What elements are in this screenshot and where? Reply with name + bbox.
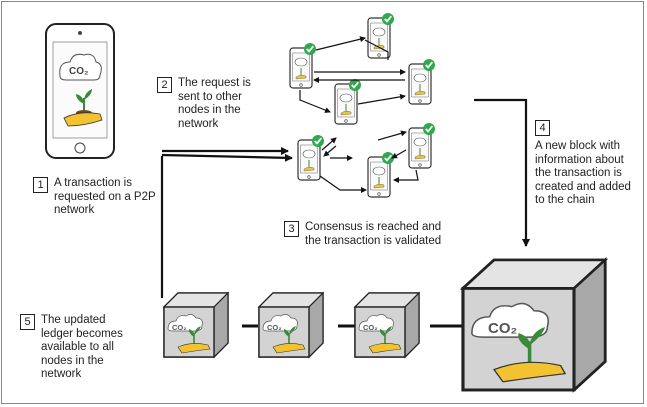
- block-co2-label: CO₂: [363, 323, 378, 332]
- step-2-label: 2 The request is sent to other nodes in …: [157, 77, 251, 131]
- step-text: The updated ledger becomes available to …: [41, 314, 123, 380]
- network-node-phone-icon: [408, 58, 436, 105]
- step-text: A transaction is requested on a P2P netw…: [54, 177, 156, 216]
- step-number: 3: [284, 221, 299, 237]
- step-4-label: 4 A new block with information about the…: [535, 120, 631, 208]
- step-number: 1: [33, 177, 48, 193]
- network-links: [299, 36, 419, 193]
- step-number: 4: [535, 120, 550, 136]
- new-block-icon: [461, 258, 607, 392]
- network-node-phone-icon: [334, 78, 362, 125]
- new-block-co2-label: CO₂: [488, 320, 517, 337]
- phone-co2-label: CO₂: [69, 66, 88, 77]
- step-1-label: 1 A transaction is requested on a P2P ne…: [33, 177, 156, 218]
- network-node-phone-icon: [289, 42, 317, 89]
- step-text: A new block with information about the t…: [535, 140, 631, 206]
- network-node-phone-icon: [367, 151, 395, 198]
- requesting-phone-icon: CO₂: [45, 23, 115, 159]
- flow-arrows: [160, 98, 530, 298]
- block-co2-label: CO₂: [267, 323, 282, 332]
- step-3-label: 3 Consensus is reached and the transacti…: [284, 221, 441, 248]
- step-5-label: 5 The updated ledger becomes available t…: [20, 314, 123, 382]
- network-node-phone-icon: [297, 134, 325, 181]
- step-number: 2: [157, 77, 172, 93]
- block-co2-label: CO₂: [172, 323, 187, 332]
- network-node-phone-icon: [408, 122, 436, 169]
- network-node-phone-icon: [367, 12, 395, 59]
- step-text: The request is sent to other nodes in th…: [178, 77, 251, 130]
- step-text: Consensus is reached and the transaction…: [305, 221, 442, 247]
- step-number: 5: [20, 314, 35, 330]
